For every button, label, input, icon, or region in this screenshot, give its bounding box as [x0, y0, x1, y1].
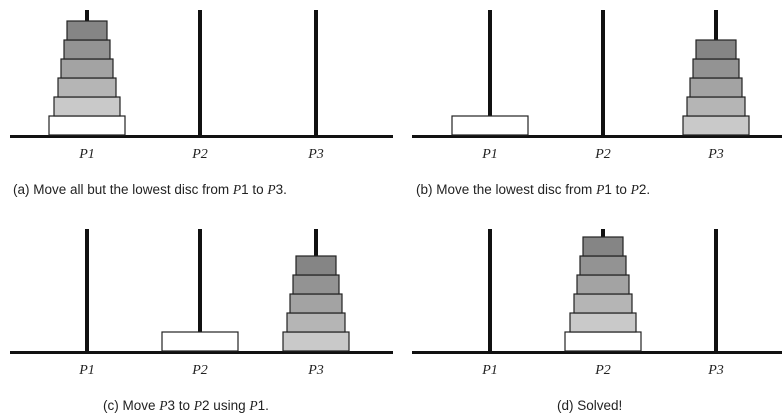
peg-label-1: P1 [481, 147, 498, 162]
disc-4 [60, 58, 114, 79]
disc-2 [682, 115, 750, 136]
disc-1 [161, 331, 239, 352]
caption-b: (b) Move the lowest disc from P1 to P2. [416, 182, 650, 197]
disc-3 [686, 96, 746, 117]
peg-1 [488, 10, 492, 136]
peg-1 [488, 229, 492, 352]
disc-2 [282, 331, 350, 352]
disc-2 [569, 312, 637, 333]
base-line [10, 351, 393, 354]
caption-part: 2. [639, 182, 650, 197]
peg-label-1: P1 [78, 147, 95, 162]
disc-4 [689, 77, 743, 98]
base-line [412, 135, 782, 138]
peg-label-2: P2 [191, 363, 208, 378]
peg-label-3: P3 [707, 363, 724, 378]
peg-3 [714, 229, 718, 352]
disc-6 [582, 236, 624, 257]
peg-label-3: P3 [707, 147, 724, 162]
disc-1 [451, 115, 529, 136]
base-line [10, 135, 393, 138]
disc-3 [573, 293, 633, 314]
peg-label-2: P2 [594, 147, 611, 162]
caption-part: (a) Move all but the lowest disc from [13, 182, 233, 197]
peg-2 [198, 229, 202, 352]
caption-a: (a) Move all but the lowest disc from P1… [13, 182, 287, 197]
caption-part: 1. [258, 398, 269, 413]
disc-3 [286, 312, 346, 333]
disc-3 [57, 77, 117, 98]
disc-5 [63, 39, 111, 60]
caption-part: P [158, 398, 167, 413]
caption-part: P [630, 182, 639, 197]
disc-6 [66, 20, 108, 41]
disc-5 [292, 274, 340, 295]
peg-label-1: P1 [481, 363, 498, 378]
caption-d: (d) Solved! [557, 398, 622, 413]
caption-part: P [232, 182, 241, 197]
disc-6 [695, 39, 737, 60]
disc-4 [289, 293, 343, 314]
caption-part: P [595, 182, 604, 197]
disc-5 [692, 58, 740, 79]
caption-part: 2 using [202, 398, 249, 413]
caption-part: 1 to [604, 182, 630, 197]
caption-c: (c) Move P3 to P2 using P1. [103, 398, 269, 413]
caption-part: P [193, 398, 202, 413]
peg-label-3: P3 [307, 147, 324, 162]
disc-1 [564, 331, 642, 352]
peg-label-3: P3 [307, 363, 324, 378]
caption-part: (b) Move the lowest disc from [416, 182, 596, 197]
caption-part: 1 to [241, 182, 267, 197]
panel-d: P1 P2 P3 (d) Solved! [412, 229, 782, 413]
base-line [412, 351, 782, 354]
caption-part: 3. [276, 182, 287, 197]
peg-2 [198, 10, 202, 136]
disc-4 [576, 274, 630, 295]
caption-part: (d) Solved! [557, 398, 622, 413]
peg-3 [314, 10, 318, 136]
panel-b: P1 P2 P3 (b) Move the lowest disc from P1 t… [412, 10, 782, 197]
caption-part: P [248, 398, 257, 413]
peg-2 [601, 10, 605, 136]
peg-label-2: P2 [191, 147, 208, 162]
caption-part: (c) Move [103, 398, 159, 413]
disc-5 [579, 255, 627, 276]
caption-part: P [266, 182, 275, 197]
peg-1 [85, 229, 89, 352]
disc-6 [295, 255, 337, 276]
disc-2 [53, 96, 121, 117]
caption-part: 3 to [168, 398, 194, 413]
disc-1 [48, 115, 126, 136]
peg-label-2: P2 [594, 363, 611, 378]
peg-label-1: P1 [78, 363, 95, 378]
panel-a: P1 P2 P3 (a) Move all but the lowest disc f… [10, 10, 393, 197]
